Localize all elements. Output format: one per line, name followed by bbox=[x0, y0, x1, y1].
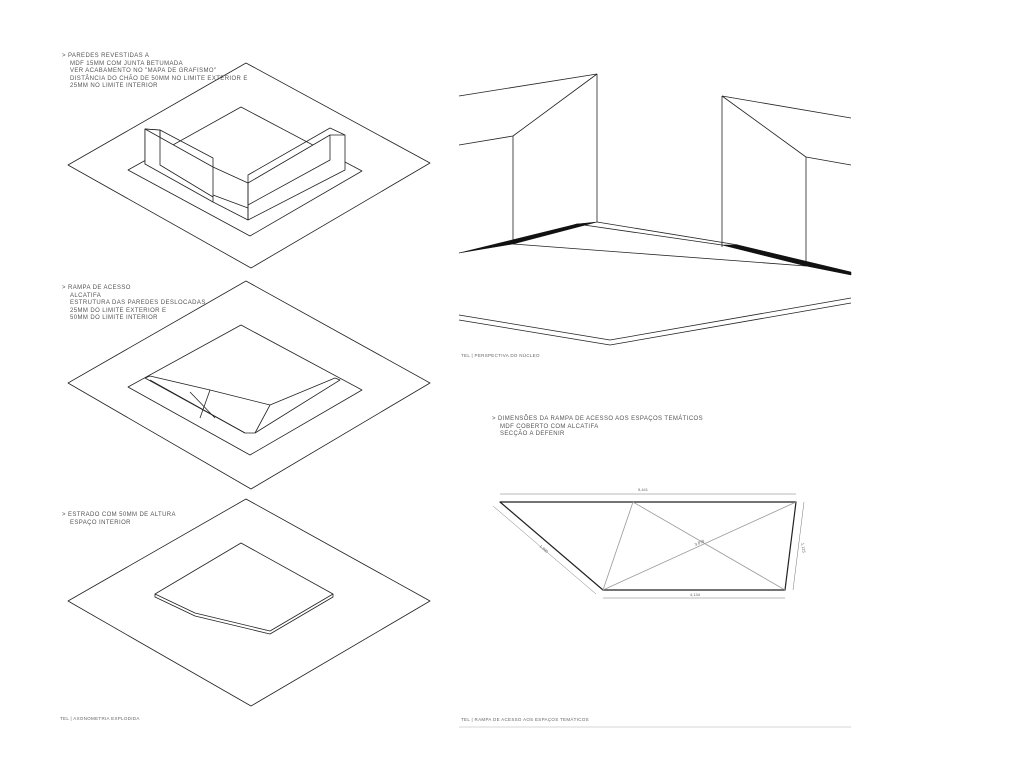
platform-annotation: > ESTRADO COM 50MM DE ALTURA ESPAÇO INTE… bbox=[62, 512, 176, 527]
ramp-inner-outline bbox=[127, 324, 363, 456]
annotation-line: > RAMPA DE ACESSO bbox=[62, 285, 131, 291]
axo-platform-layer bbox=[67, 498, 431, 707]
annotation-line: 25MM DO LIMITE EXTERIOR E bbox=[70, 307, 167, 314]
dimensions-annotation: > DIMENSÕES DA RAMPA DE ACESSO AOS ESPAÇ… bbox=[492, 416, 703, 439]
platform-base-plate bbox=[67, 498, 431, 707]
annotation-line: SECÇÃO A DEFENIR bbox=[500, 431, 565, 437]
right-wall-inner bbox=[247, 135, 331, 206]
ramp-surface bbox=[144, 375, 341, 434]
ramp-fold-3 bbox=[199, 389, 211, 419]
right-wall-face bbox=[247, 134, 346, 221]
ramp-base-plate bbox=[67, 280, 431, 490]
persp-left-wall-top2 bbox=[458, 135, 514, 146]
annotation-line: 50MM DO LIMITE INTERIOR bbox=[70, 315, 158, 321]
ramp-plan-diagonal-2 bbox=[632, 501, 786, 591]
annotation-line: 25MM NO LIMITE INTERIOR bbox=[70, 83, 158, 89]
annotation-line: MDF COBERTO COM ALCATIFA bbox=[500, 423, 599, 430]
annotation-line: MDF 15MM COM JUNTA BETUMADA bbox=[70, 60, 184, 67]
walls-annotation: > PAREDES REVESTIDAS A MDF 15MM COM JUNT… bbox=[62, 53, 248, 91]
dim-label-diagonal: 3,878 bbox=[694, 538, 706, 547]
wall-front-joint bbox=[212, 166, 249, 221]
annotation-line: > DIMENSÕES DA RAMPA DE ACESSO AOS ESPAÇ… bbox=[492, 416, 704, 422]
persp-right-top2 bbox=[805, 156, 852, 166]
axo-walls-layer bbox=[67, 62, 431, 269]
dim-line-right bbox=[792, 501, 805, 591]
ramp-plan-caption: TEL | RAMPA DE ACESSO AOS ESPAÇOS TEMÁTI… bbox=[461, 717, 589, 722]
ramp-annotation: > RAMPA DE ACESSO ALCATIFA ESTRUTURA DAS… bbox=[62, 285, 206, 323]
ramp-plan-diagonal-3 bbox=[602, 501, 634, 591]
persp-floor-2 bbox=[512, 243, 807, 267]
walls-base-plate bbox=[67, 62, 431, 269]
annotation-line: > ESTRADO COM 50MM DE ALTURA bbox=[62, 512, 176, 518]
wall-ridge bbox=[212, 194, 249, 209]
annotation-line: ALCATIFA bbox=[70, 292, 102, 299]
persp-left-wall-top bbox=[458, 73, 598, 97]
annotation-line: ESTRUTURA DAS PAREDES DESLOCADAS bbox=[70, 300, 206, 306]
left-wall-top bbox=[144, 128, 214, 167]
dim-label-left: 1,980 bbox=[539, 544, 550, 555]
persp-floor-4 bbox=[596, 221, 739, 246]
left-wall-inner bbox=[159, 130, 214, 198]
persp-right-shadow bbox=[721, 244, 852, 276]
right-wall-top bbox=[247, 127, 346, 183]
persp-right-slope bbox=[721, 95, 807, 158]
axonometry-caption: TEL | AXONOMETRIA EXPLODIDA bbox=[60, 716, 140, 721]
platform-slab bbox=[154, 542, 334, 632]
annotation-line: > PAREDES REVESTIDAS A bbox=[62, 53, 150, 59]
platform-slab-edge bbox=[154, 594, 334, 635]
annotation-line: DISTÂNCIA DO CHÃO DE 50MM NO LIMITE EXTE… bbox=[70, 75, 248, 82]
dim-line-left bbox=[492, 505, 597, 595]
dim-label-top: 5,441 bbox=[638, 487, 649, 492]
perspective-caption: TEL | PERSPECTIVA DO NÚCLEO bbox=[461, 353, 540, 358]
dim-label-bottom: 4,134 bbox=[690, 592, 701, 597]
persp-lower-slab bbox=[458, 297, 852, 341]
ramp-plan-diagonal-1 bbox=[602, 501, 797, 591]
ramp-plan bbox=[492, 493, 805, 599]
dim-label-right: 1,125 bbox=[800, 543, 806, 554]
persp-right-top bbox=[721, 95, 852, 119]
ramp-edge bbox=[149, 379, 246, 434]
annotation-line: VER ACABAMENTO NO "MAPA DE GRAFISMO" bbox=[70, 68, 217, 74]
annotation-line: ESPAÇO INTERIOR bbox=[70, 519, 131, 526]
ramp-fold bbox=[189, 391, 216, 419]
perspective-view bbox=[458, 73, 852, 346]
persp-lower-slab-edge bbox=[458, 302, 852, 346]
persp-left-slope bbox=[512, 73, 598, 137]
axo-ramp-layer bbox=[67, 280, 431, 490]
ramp-fold-2 bbox=[254, 404, 271, 434]
persp-floor-1 bbox=[576, 223, 723, 246]
persp-left-shadow bbox=[458, 221, 598, 254]
